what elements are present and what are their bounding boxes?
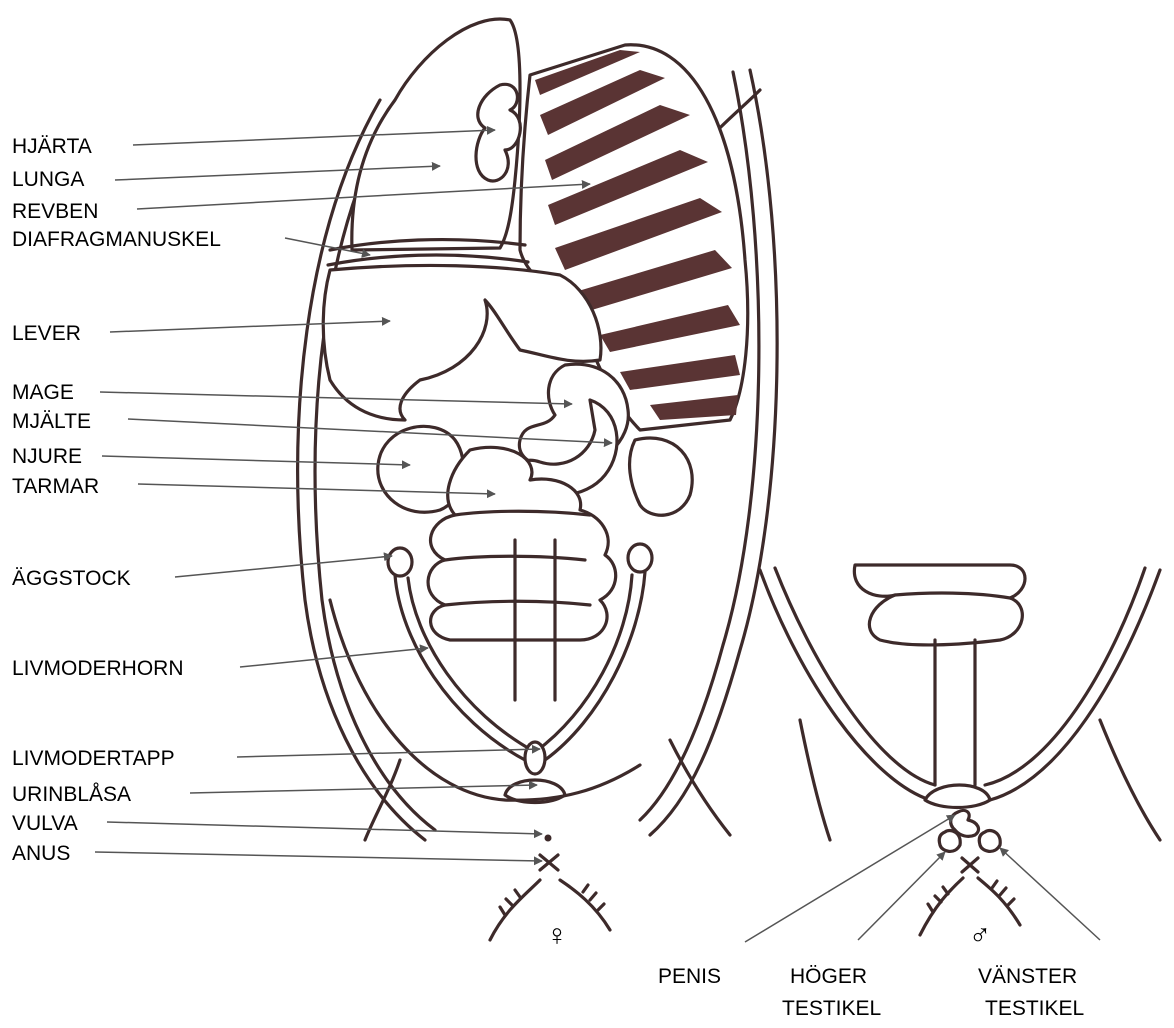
label-anus: ANUS	[12, 842, 70, 865]
label-vulva: VULVA	[12, 812, 78, 835]
label-mjalte: MJÄLTE	[12, 410, 91, 433]
male-bladder	[925, 785, 990, 808]
label-lever: LEVER	[12, 322, 81, 345]
label-livmodertapp: LIVMODERTAPP	[12, 747, 175, 770]
label-aggstock: ÄGGSTOCK	[12, 567, 131, 590]
label-vanster-1: VÄNSTER	[978, 965, 1077, 988]
label-diafragmanuskel: DIAFRAGMANUSKEL	[12, 228, 221, 251]
label-hjarta: HJÄRTA	[12, 135, 92, 158]
female-body	[298, 19, 777, 940]
male-symbol: ♂	[969, 919, 992, 952]
label-revben: REVBEN	[12, 200, 98, 223]
label-penis: PENIS	[658, 965, 721, 988]
label-tarmar: TARMAR	[12, 475, 99, 498]
label-livmoderhorn: LIVMODERHORN	[12, 657, 184, 680]
label-lunga: LUNGA	[12, 168, 84, 191]
label-vanster-2: TESTIKEL	[985, 997, 1084, 1020]
female-symbol: ♀	[546, 919, 569, 952]
label-urinblasa: URINBLÅSA	[12, 783, 131, 806]
male-intestines	[854, 565, 1025, 645]
label-hoger-2: TESTIKEL	[782, 997, 881, 1020]
label-mage: MAGE	[12, 381, 74, 404]
testicle-left	[979, 831, 1000, 852]
testicle-right	[939, 831, 960, 852]
label-hoger-1: HÖGER	[790, 965, 867, 988]
label-njure: NJURE	[12, 445, 82, 468]
male-body	[760, 565, 1160, 935]
kidney-right	[630, 438, 693, 515]
